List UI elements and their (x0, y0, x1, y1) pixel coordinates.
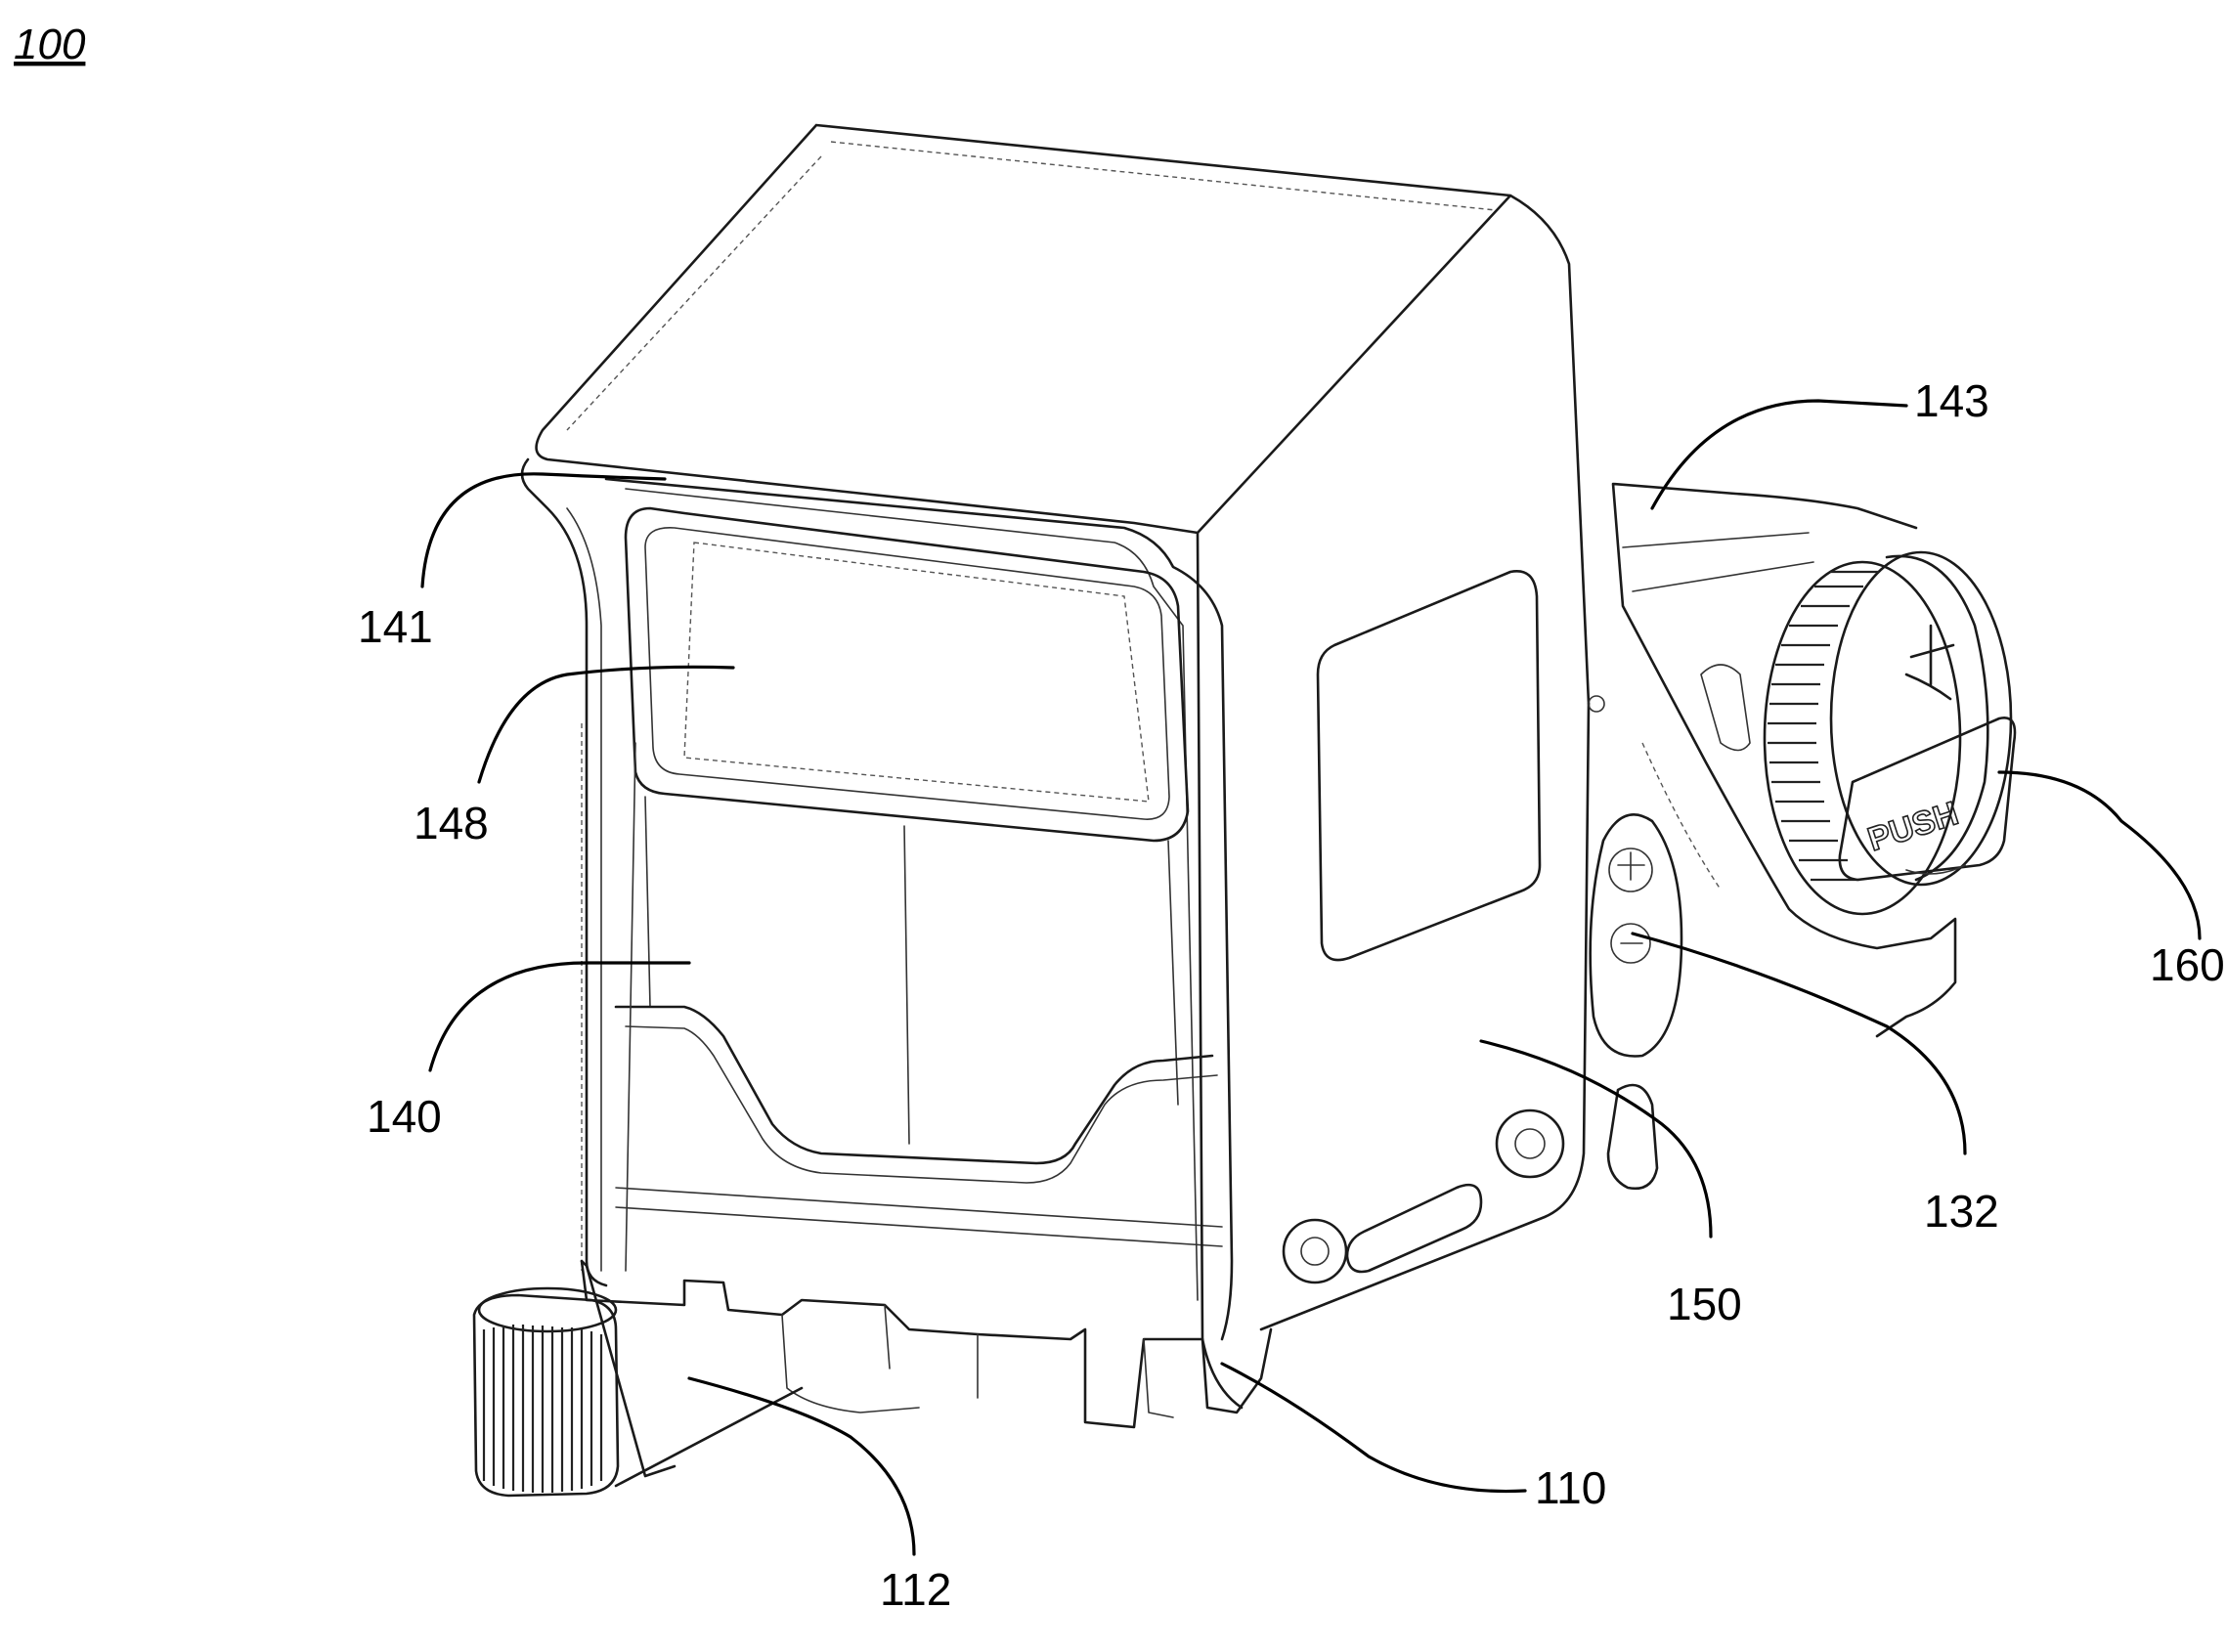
label-132: 132 (1924, 1186, 1999, 1237)
label-112: 112 (880, 1564, 951, 1615)
leader-141 (422, 474, 665, 587)
leader-143 (1652, 401, 1906, 508)
window-frame-outer (522, 459, 606, 1285)
leader-132 (1633, 934, 1965, 1153)
knob-knurling (1768, 572, 1879, 880)
clamp-knob (474, 1288, 618, 1496)
front-panel (645, 797, 1178, 1144)
label-148: 148 (414, 798, 489, 848)
label-150: 150 (1667, 1279, 1742, 1329)
hood-top (537, 125, 1589, 704)
leader-110 (1222, 1364, 1525, 1492)
side-screw-rear (1497, 1110, 1563, 1177)
leader-140 (430, 963, 689, 1070)
adjustment-knob: PUSH (1765, 552, 2015, 914)
plus-marking (1911, 626, 1953, 684)
leader-112 (689, 1378, 914, 1554)
label-143: 143 (1914, 375, 1989, 426)
label-160: 160 (2150, 939, 2225, 990)
leader-148 (479, 667, 733, 782)
mount-base (582, 1261, 1271, 1486)
label-140: 140 (367, 1091, 442, 1142)
label-110: 110 (1535, 1462, 1606, 1513)
figure-number: 100 (14, 21, 86, 68)
side-recess (1318, 571, 1540, 960)
leader-lines (422, 401, 2200, 1554)
leader-160 (1999, 772, 2200, 938)
label-141: 141 (358, 601, 433, 652)
sight-body (522, 125, 1955, 1339)
side-screw-front (1284, 1220, 1346, 1282)
clamp-knurling (484, 1325, 601, 1493)
push-button-text: PUSH (1863, 795, 1963, 858)
side-slot (1347, 1185, 1481, 1272)
